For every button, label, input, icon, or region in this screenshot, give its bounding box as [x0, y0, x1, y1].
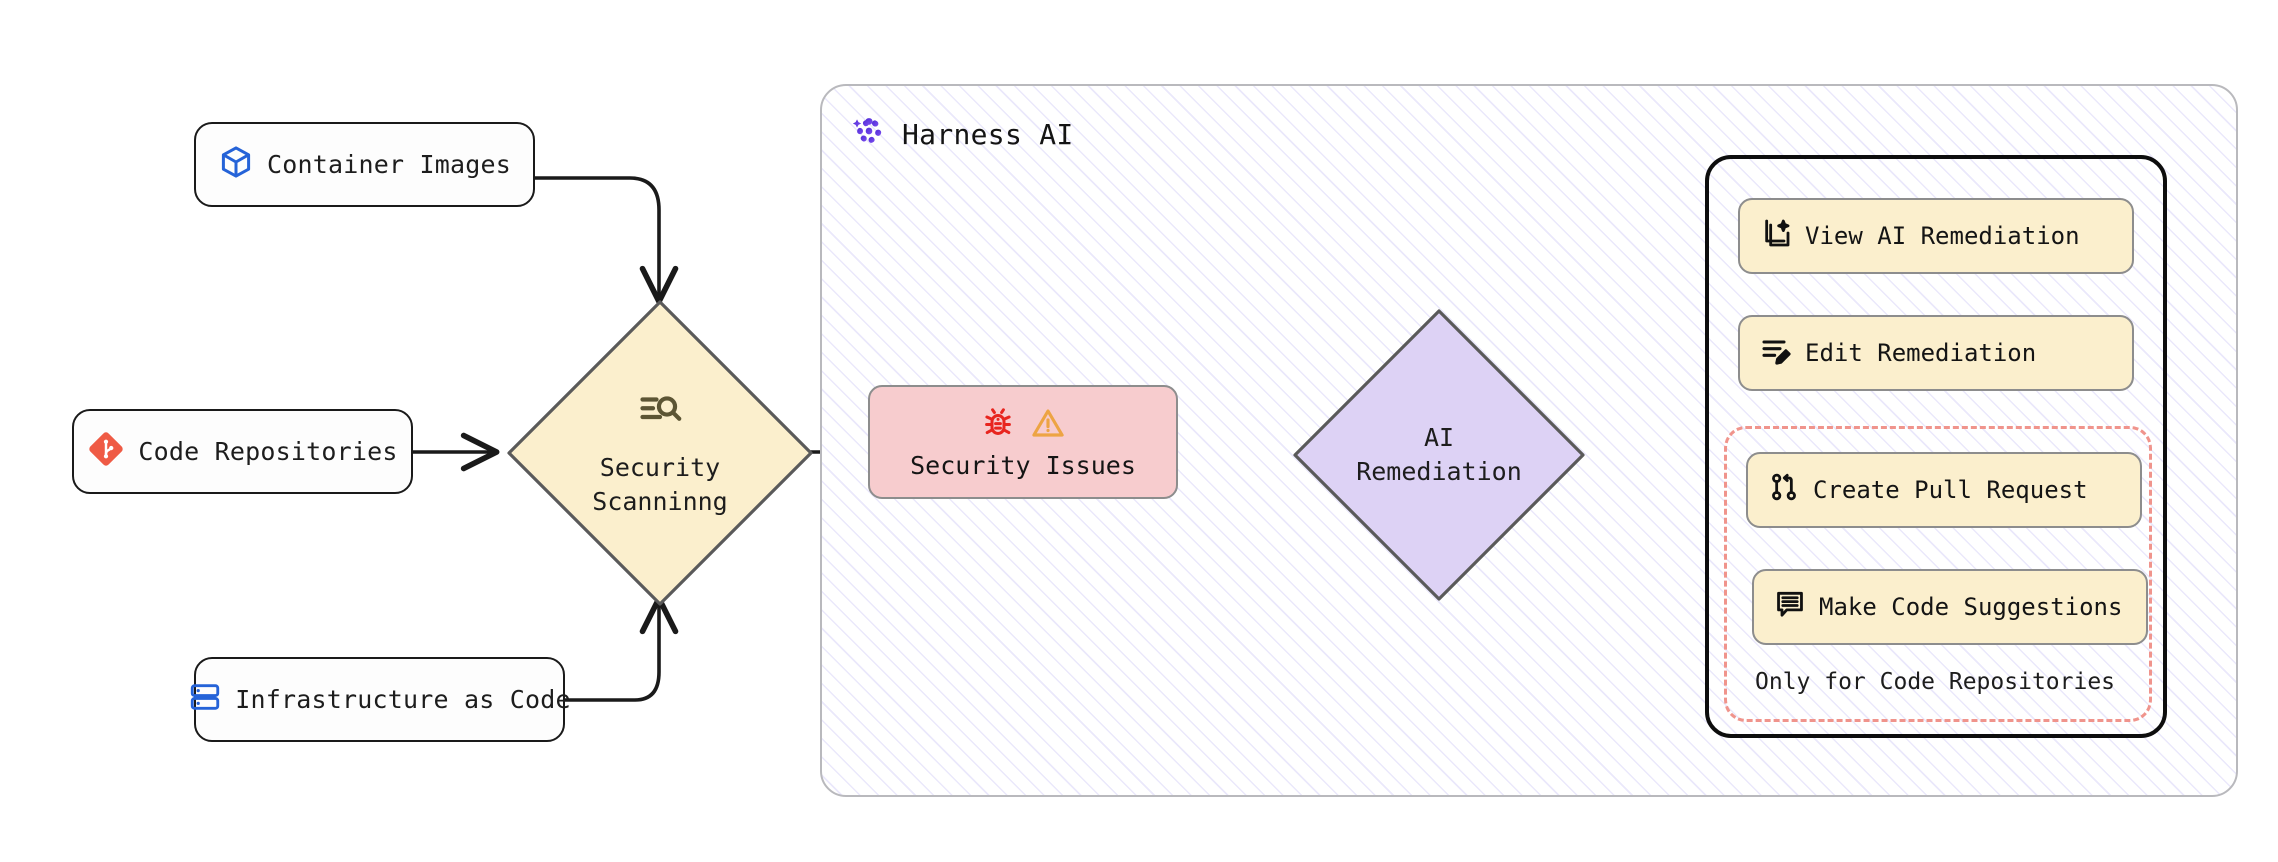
action-label: Edit Remediation — [1805, 339, 2037, 367]
diamond-shape — [507, 300, 813, 606]
action-button-create-pull-request[interactable]: Create Pull Request — [1746, 452, 2142, 528]
actions-container — [1705, 155, 2167, 738]
source-node-infrastructure-as-code[interactable]: Infrastructure as Code — [191, 657, 571, 742]
source-label: Code Repositories — [138, 437, 398, 466]
action-label: Create Pull Request — [1813, 476, 2088, 504]
comment-lines-icon — [1774, 588, 1806, 626]
sparkle-document-icon — [1760, 217, 1792, 255]
harness-ai-title: Harness AI — [850, 112, 1074, 157]
git-icon — [87, 430, 125, 474]
source-label: Container Images — [266, 150, 512, 179]
dashed-region-caption: Only for Code Repositories — [1755, 669, 2116, 695]
stage-security-scanning[interactable]: Security Scanninng — [495, 288, 825, 618]
diamond-shape — [1293, 309, 1585, 601]
stage-security-issues[interactable]: Security Issues — [868, 385, 1178, 499]
action-label: Make Code Suggestions — [1819, 593, 2123, 621]
action-button-view-ai-remediation[interactable]: View AI Remediation — [1738, 198, 2134, 274]
source-node-code-repositories[interactable]: Code Repositories — [72, 409, 413, 494]
pull-request-icon — [1768, 471, 1800, 509]
lines-pencil-icon — [1760, 334, 1792, 372]
action-button-make-code-suggestions[interactable]: Make Code Suggestions — [1752, 569, 2148, 645]
bug-icon — [980, 405, 1016, 445]
code-repository-only-region — [1724, 426, 2152, 722]
warning-triangle-icon — [1030, 405, 1066, 445]
harness-pinwheel-icon — [850, 112, 888, 157]
action-label: View AI Remediation — [1805, 222, 2080, 250]
stage-label: Security Issues — [910, 450, 1136, 480]
source-label: Infrastructure as Code — [235, 685, 571, 714]
server-icon — [188, 680, 222, 720]
action-button-edit-remediation[interactable]: Edit Remediation — [1738, 315, 2134, 391]
source-node-container-images[interactable]: Container Images — [194, 122, 535, 207]
harness-ai-label: Harness AI — [902, 118, 1074, 151]
security-issues-icons — [980, 405, 1066, 445]
cube-icon — [218, 144, 254, 186]
stage-ai-remediation[interactable]: AI Remediation — [1282, 298, 1596, 612]
